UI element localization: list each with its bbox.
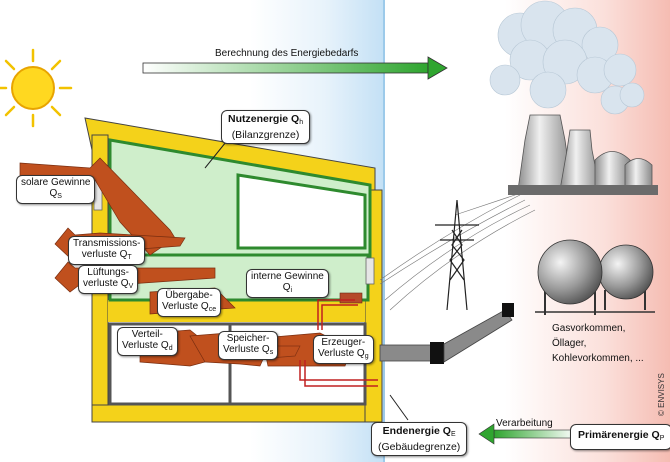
- calculation-direction-arrow: [142, 56, 448, 80]
- processing-label: Verarbeitung: [496, 418, 553, 429]
- internal-gains-label: interne Gewinne Qi: [246, 269, 329, 298]
- gas-storage-icon: [535, 239, 655, 315]
- reserves-text: Gasvorkommen, Öllager, Kohlevorkommen, .…: [552, 323, 644, 364]
- ventilation-losses-label: Lüftungs- verluste QV: [78, 265, 139, 294]
- storage-losses-label: Speicher- Verluste Qs: [218, 331, 279, 360]
- heating-pipes: [299, 299, 378, 387]
- calculation-direction-label: Berechnung des Energiebedarfs: [215, 48, 359, 59]
- transfer-losses-label: Übergabe- Verluste Qce: [157, 288, 222, 317]
- pylon-icon: [435, 199, 479, 311]
- final-energy-label: Endenergie QE (Gebäudegrenze): [371, 422, 468, 456]
- power-plant-icon: [489, 0, 658, 195]
- generator-losses-label: Erzeuger- Verluste Qg: [313, 335, 374, 364]
- solar-gains-label: solare Gewinne QS: [16, 175, 96, 204]
- sun-icon: [0, 48, 73, 128]
- supply-pipe: [379, 303, 514, 364]
- transmission-losses-label: Transmissions- verluste QT: [68, 236, 146, 265]
- primary-energy-label: Primärenergie QP: [570, 424, 670, 450]
- copyright-label: © ENVISYS: [657, 373, 666, 416]
- useful-energy-label: Nutzenergie Qh (Bilanzgrenze): [221, 110, 311, 144]
- distribution-losses-label: Verteil- Verluste Qd: [117, 327, 178, 356]
